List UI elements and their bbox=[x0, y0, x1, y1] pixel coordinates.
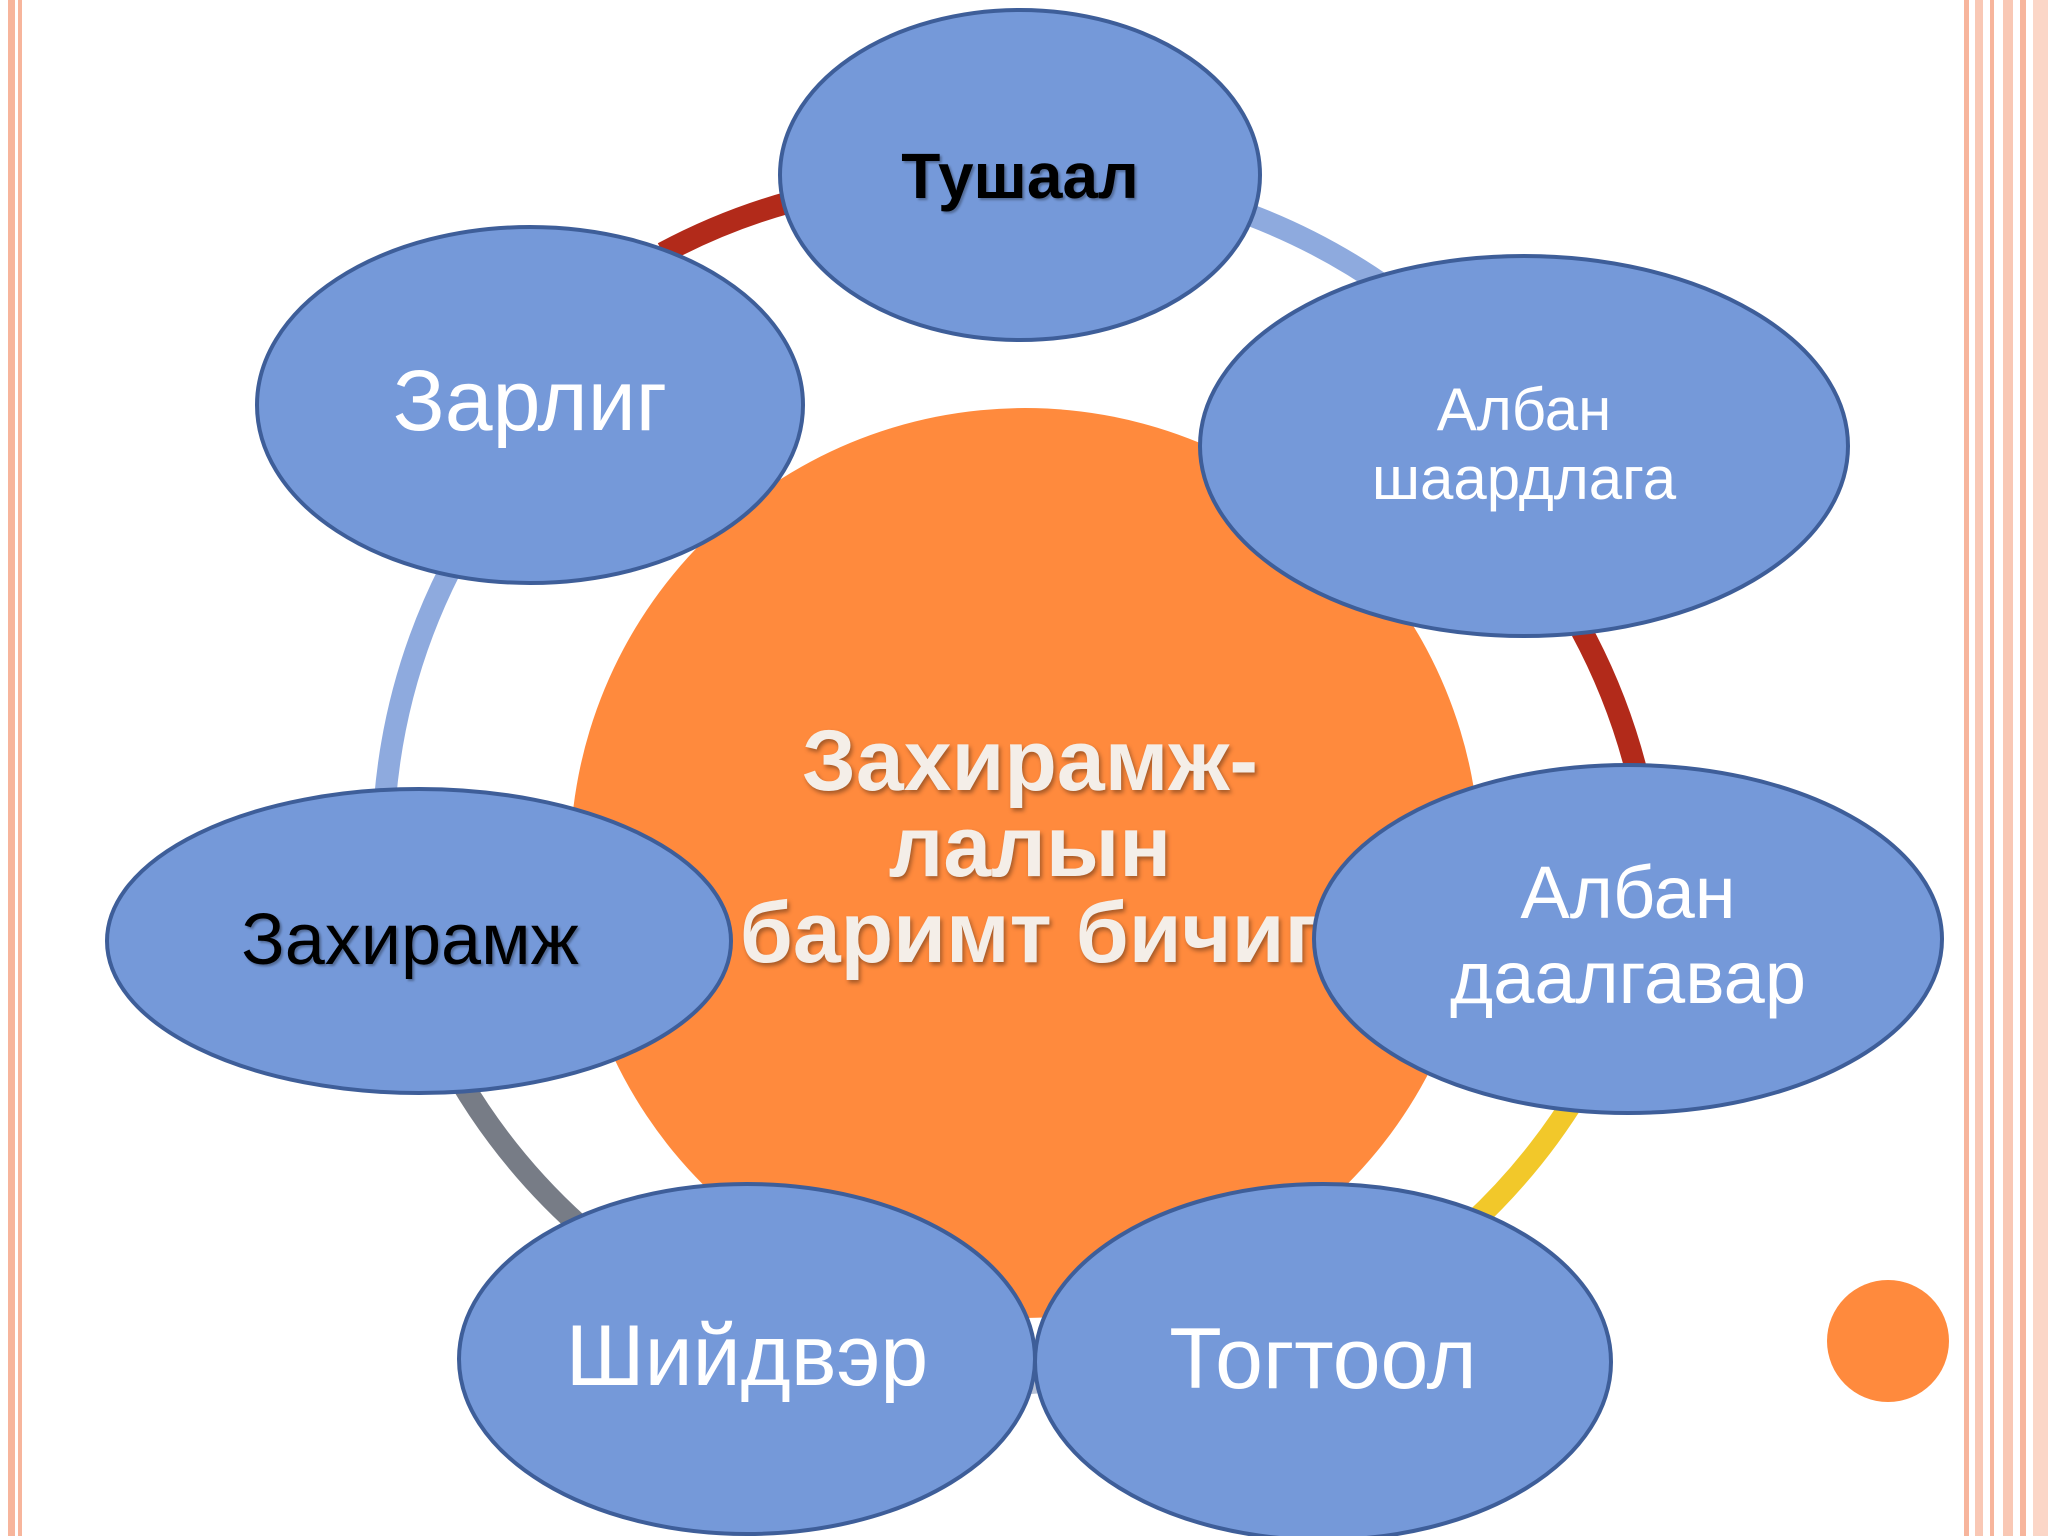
node-label-line: Албан bbox=[1437, 376, 1612, 443]
right-stripe-5 bbox=[2020, 0, 2026, 1536]
center-label-line: баримт бичиг bbox=[740, 885, 1321, 981]
node-tushaal: Тушаал bbox=[778, 8, 1262, 342]
node-tushaal-ellipse bbox=[778, 8, 1262, 342]
node-label-line: Тогтоол bbox=[1169, 1311, 1476, 1407]
node-label-line: Захирамж bbox=[241, 900, 579, 980]
left-stripe-inner bbox=[18, 0, 22, 1536]
node-togtool: Тогтоол bbox=[1033, 1182, 1613, 1536]
node-shiidver-label: Шийдвэр bbox=[566, 1308, 928, 1404]
node-label-line: Зарлиг bbox=[393, 353, 667, 449]
node-togtool-label: Тогтоол bbox=[1169, 1311, 1476, 1407]
node-label-line: Албан bbox=[1520, 851, 1735, 934]
node-label-line: Шийдвэр bbox=[566, 1308, 928, 1404]
center-label-line: лалын bbox=[889, 799, 1171, 895]
center-label-line: Захирамж- bbox=[802, 713, 1258, 809]
node-zakhiramzh-ellipse bbox=[105, 787, 733, 1095]
node-zarlig: Зарлиг bbox=[255, 225, 805, 585]
right-stripe-3 bbox=[1990, 0, 1994, 1536]
node-zakhiramzh: Захирамж bbox=[105, 787, 733, 1095]
ring-segment-left bbox=[374, 565, 460, 801]
right-stripe-2 bbox=[1975, 0, 1983, 1536]
right-stripe-4 bbox=[2003, 0, 2013, 1536]
border-stripes bbox=[8, 0, 2048, 1536]
left-stripe-outer bbox=[8, 0, 15, 1536]
center-circle bbox=[570, 408, 1480, 1318]
node-label-line: даалгавар bbox=[1450, 936, 1806, 1019]
node-zarlig-ellipse bbox=[255, 225, 805, 585]
ring-segment-bottom-left bbox=[450, 1074, 598, 1244]
node-label-line: Тушаал bbox=[901, 140, 1138, 212]
node-alban-shaardlaga-ellipse bbox=[1198, 254, 1850, 638]
node-shiidver: Шийдвэр bbox=[457, 1182, 1037, 1536]
accent-dot bbox=[1827, 1280, 1949, 1402]
node-alban-daalgavar-ellipse bbox=[1312, 763, 1944, 1115]
node-zakhiramzh-label: Захирамж bbox=[241, 900, 579, 980]
node-zarlig-label: Зарлиг bbox=[393, 353, 667, 449]
node-tushaal-label: Тушаал bbox=[901, 140, 1138, 212]
node-label-line: шаардлага bbox=[1372, 445, 1677, 512]
node-shiidver-ellipse bbox=[457, 1182, 1037, 1536]
right-stripe-6 bbox=[2033, 0, 2048, 1536]
right-stripe-1 bbox=[1964, 0, 1969, 1536]
